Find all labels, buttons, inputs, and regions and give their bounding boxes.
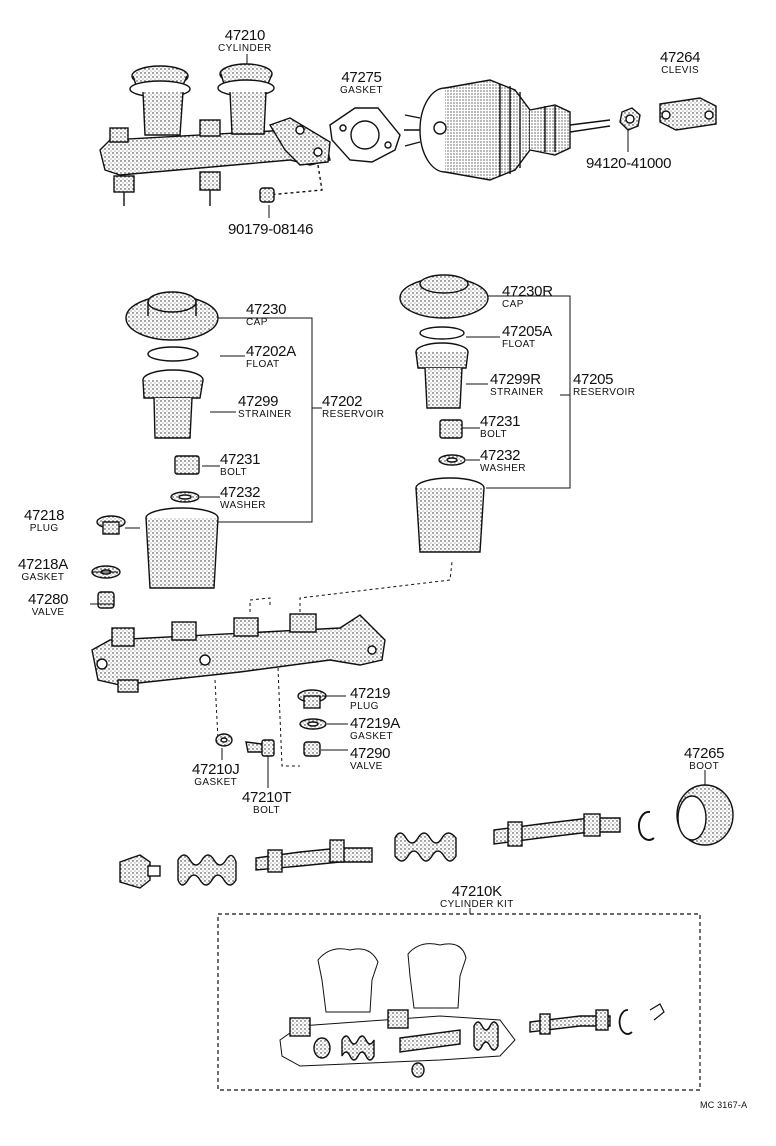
part-number: 47264 bbox=[660, 49, 701, 66]
label-47231-left: 47231 BOLT bbox=[220, 451, 261, 478]
part-name: FLOAT bbox=[246, 359, 280, 370]
label-47218: 47218 PLUG bbox=[24, 507, 65, 534]
part-name: GASKET bbox=[21, 572, 65, 583]
label-47210K: 47210K CYLINDER KIT bbox=[440, 884, 514, 910]
left-plug-gasket-valve bbox=[91, 515, 126, 609]
label-47202A: 47202A FLOAT bbox=[246, 344, 296, 370]
nut bbox=[619, 107, 641, 131]
part-name: STRAINER bbox=[238, 409, 292, 420]
label-47219: 47219 PLUG bbox=[350, 685, 391, 712]
part-number: 47202 bbox=[322, 393, 363, 410]
part-name: PLUG bbox=[29, 523, 59, 534]
part-name: RESERVOIR bbox=[573, 387, 636, 398]
part-number: 47210K bbox=[451, 883, 502, 900]
label-47280: 47280 VALVE bbox=[28, 591, 69, 618]
label-94120-41000: 94120-41000 bbox=[586, 156, 671, 171]
label-47299: 47299 STRAINER bbox=[238, 394, 292, 420]
bracket-lines bbox=[200, 295, 571, 523]
label-47265: 47265 BOOT bbox=[684, 745, 725, 772]
part-number: 47205A bbox=[502, 323, 552, 340]
clevis-part bbox=[659, 97, 717, 131]
label-47290: 47290 VALVE bbox=[350, 745, 391, 772]
label-47264: 47264 CLEVIS bbox=[660, 49, 701, 76]
label-47232-right: 47232 WASHER bbox=[480, 448, 526, 474]
part-number: 47299 bbox=[238, 393, 279, 410]
part-name: WASHER bbox=[220, 500, 266, 511]
part-number: 47265 bbox=[684, 745, 725, 762]
left-reservoir-stack bbox=[125, 291, 219, 589]
part-number: 47290 bbox=[350, 745, 391, 762]
part-name: GASKET bbox=[194, 777, 238, 788]
part-name: BOLT bbox=[253, 805, 281, 816]
part-name: RESERVOIR bbox=[322, 409, 385, 420]
leader-lines bbox=[90, 54, 706, 786]
part-number: 47202A bbox=[246, 343, 296, 360]
part-number: 47232 bbox=[480, 447, 521, 464]
part-number: 47230R bbox=[502, 283, 553, 300]
part-number: 47231 bbox=[220, 451, 261, 468]
brake-booster bbox=[404, 79, 611, 181]
part-name: STRAINER bbox=[490, 387, 544, 398]
gasket-plate bbox=[329, 107, 401, 163]
part-number: 47210 bbox=[224, 27, 266, 44]
part-number: 47230 bbox=[246, 301, 287, 318]
part-number: 47280 bbox=[28, 591, 69, 608]
right-plug-gasket-valve bbox=[297, 689, 348, 757]
part-name: FLOAT bbox=[502, 339, 536, 350]
part-name: BOLT bbox=[220, 467, 247, 478]
label-47299R: 47299R STRAINER bbox=[490, 372, 544, 398]
part-name: PLUG bbox=[350, 701, 379, 712]
part-number: 94120-41000 bbox=[586, 155, 672, 172]
label-47205A: 47205A FLOAT bbox=[502, 324, 552, 350]
label-47231-right: 47231 BOLT bbox=[480, 413, 521, 440]
cylinder-kit-box bbox=[217, 908, 701, 1091]
label-47210J: 47210J GASKET bbox=[192, 761, 240, 788]
label-47232-left: 47232 WASHER bbox=[220, 485, 266, 511]
right-reservoir-stack bbox=[399, 274, 489, 553]
piston-spring-row bbox=[119, 784, 734, 889]
label-47275: 47275 GASKET bbox=[340, 70, 383, 96]
part-name: BOOT bbox=[689, 761, 720, 772]
label-47218A: 47218A GASKET bbox=[18, 557, 68, 583]
label-47205: 47205 RESERVOIR bbox=[573, 372, 635, 398]
part-number: 47299R bbox=[490, 371, 541, 388]
part-number: 47210T bbox=[242, 789, 292, 806]
part-name: VALVE bbox=[350, 761, 383, 772]
label-47210: 47210 CYLINDER bbox=[218, 28, 272, 54]
part-number: 47275 bbox=[341, 69, 382, 86]
part-name: CYLINDER bbox=[218, 43, 272, 54]
part-name: CAP bbox=[502, 299, 524, 310]
part-number: 47231 bbox=[480, 413, 521, 430]
label-90179-08146: 90179-08146 bbox=[228, 222, 313, 237]
part-number: 47219 bbox=[350, 685, 391, 702]
part-number: 90179-08146 bbox=[228, 221, 314, 238]
label-47219A: 47219A GASKET bbox=[350, 716, 400, 742]
part-name: BOLT bbox=[480, 429, 507, 440]
part-number: 47210J bbox=[192, 761, 240, 778]
part-name: CYLINDER KIT bbox=[440, 899, 514, 910]
part-name: VALVE bbox=[31, 607, 65, 618]
part-number: 47219A bbox=[350, 715, 400, 732]
gasket-j-bolt-t bbox=[215, 733, 275, 788]
label-47202: 47202 RESERVOIR bbox=[322, 394, 384, 420]
label-47210T: 47210T BOLT bbox=[242, 790, 291, 816]
label-47230: 47230 CAP bbox=[246, 301, 287, 328]
part-number: 47232 bbox=[220, 484, 261, 501]
part-name: GASKET bbox=[340, 85, 383, 96]
part-name: CAP bbox=[246, 317, 268, 328]
top-cylinder-assembly bbox=[99, 63, 331, 206]
part-number: 47205 bbox=[573, 371, 614, 388]
middle-cylinder-body bbox=[91, 561, 453, 767]
label-47230R: 47230R CAP bbox=[502, 284, 553, 310]
part-name: GASKET bbox=[350, 731, 393, 742]
part-name: WASHER bbox=[480, 463, 526, 474]
part-number: 47218A bbox=[18, 556, 68, 573]
part-name: CLEVIS bbox=[661, 65, 700, 76]
part-number: 47218 bbox=[24, 507, 65, 524]
reference-code: MC 3167-A bbox=[700, 1100, 748, 1110]
